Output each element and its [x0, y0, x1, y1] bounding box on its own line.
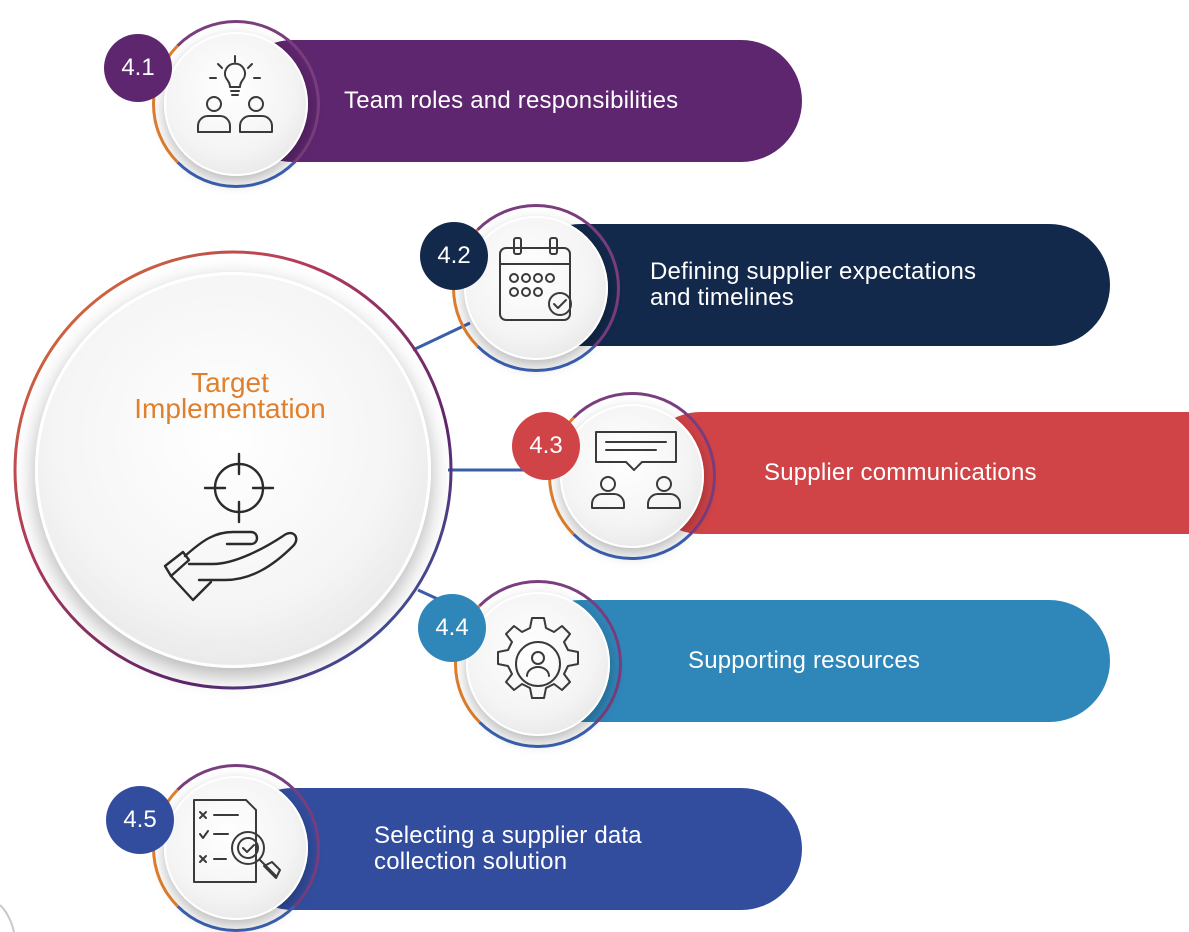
- step-4-4-icon-circle: [466, 592, 610, 736]
- step-4-1-ring: [152, 20, 320, 188]
- step-4-5-label: Selecting a supplier data collection sol…: [374, 823, 642, 875]
- step-4-5-icon-circle: [164, 776, 308, 920]
- step-4-2-label-line2: and timelines: [650, 284, 795, 311]
- step-4-2-badge: 4.2: [420, 222, 488, 290]
- step-4-1-label: Team roles and responsibilities: [344, 88, 678, 114]
- calendar-check-icon: [499, 237, 572, 321]
- step-4-1-number: 4.1: [121, 54, 155, 81]
- step-4-4-number: 4.4: [435, 614, 469, 641]
- connector-4-2: [412, 321, 471, 352]
- hub-outer-ring: [13, 250, 453, 690]
- step-4-1-pill: Team roles and responsibilities: [232, 40, 802, 162]
- step-4-2-icon-circle: [464, 216, 608, 360]
- team-idea-icon: [197, 55, 273, 133]
- step-4-3-badge: 4.3: [512, 412, 580, 480]
- step-4-4-label-line: Supporting resources: [688, 647, 921, 674]
- step-4-5-number: 4.5: [123, 806, 157, 833]
- step-4-3-pill: Supplier communications: [640, 412, 1189, 534]
- hub-circle: [35, 272, 431, 668]
- step-4-3-icon-circle: [560, 404, 704, 548]
- people-speech-icon: [591, 431, 681, 509]
- step-4-2-number: 4.2: [437, 242, 471, 269]
- step-4-1-label-line: Team roles and responsibilities: [344, 87, 679, 114]
- step-4-2-label: Defining supplier expectations and timel…: [650, 259, 976, 311]
- step-4-5-badge: 4.5: [106, 786, 174, 854]
- step-4-3-number: 4.3: [529, 432, 563, 459]
- hub-title-line2: Implementation: [134, 393, 326, 424]
- step-4-2-label-line1: Defining supplier expectations: [650, 258, 977, 285]
- step-4-5-label-line2: collection solution: [374, 848, 568, 875]
- checklist-magnifier-icon: [193, 799, 281, 883]
- step-4-5-label-line1: Selecting a supplier data: [374, 822, 642, 849]
- hub-title: Target Implementation: [80, 367, 380, 424]
- step-4-1-icon-circle: [164, 32, 308, 176]
- target-in-hand-icon: [163, 452, 298, 602]
- step-4-3-label-line: Supplier communications: [764, 459, 1037, 486]
- step-4-3-label: Supplier communications: [764, 460, 1037, 486]
- hub-title-line1: Target: [191, 367, 269, 398]
- gear-person-icon: [497, 617, 579, 699]
- step-4-5-pill: Selecting a supplier data collection sol…: [232, 788, 802, 910]
- step-4-1-badge: 4.1: [104, 34, 172, 102]
- step-4-4-badge: 4.4: [418, 594, 486, 662]
- step-4-4-ring: [454, 580, 622, 748]
- decorative-arc: [0, 904, 15, 932]
- step-4-4-label: Supporting resources: [688, 648, 920, 674]
